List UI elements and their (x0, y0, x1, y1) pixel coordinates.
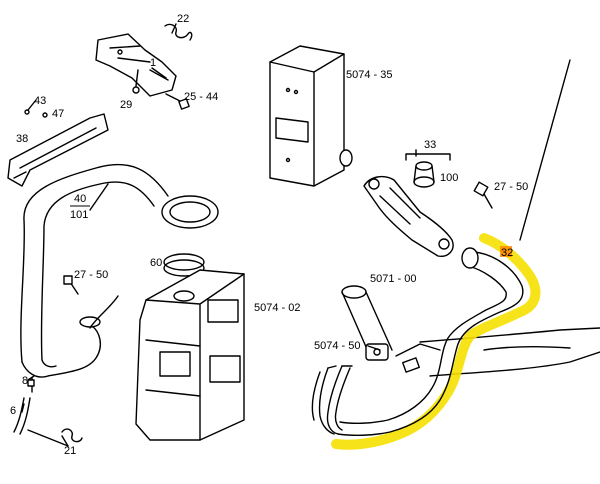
bracket-part-38 (7, 113, 109, 187)
label-32: 32 (501, 247, 513, 259)
cap-part-60 (163, 253, 205, 277)
highlight-hose (331, 233, 541, 450)
label-25-44: 25 - 44 (184, 91, 218, 103)
label-47: 47 (52, 108, 64, 120)
bolt-part-29 (132, 69, 140, 94)
clip-part-22 (164, 23, 193, 41)
hose-part-6 (13, 397, 31, 435)
bolt-part-27-50-left (63, 275, 79, 295)
fuel-tank-part-5074-02 (135, 269, 245, 441)
label-60: 60 (150, 257, 162, 269)
label-8: 8 (22, 375, 28, 387)
clip-part-21 (61, 428, 83, 443)
leader-lines (21, 59, 571, 413)
cap-part-100 (405, 153, 451, 188)
label-5074-50: 5074 - 50 (314, 340, 360, 352)
unit-part-5074-50 (365, 343, 389, 361)
pipe-bundle (311, 365, 353, 435)
bolt-part-43 (24, 99, 37, 115)
label-21: 21 (64, 445, 76, 457)
screw-part-25-44 (165, 93, 190, 110)
label-40: 40 (74, 193, 86, 205)
label-27-50-right: 27 - 50 (494, 181, 528, 193)
label-6: 6 (10, 405, 16, 417)
label-101: 101 (70, 209, 88, 221)
fuel-hose-main (337, 247, 524, 437)
label-29: 29 (120, 99, 132, 111)
bracket-part-1 (95, 33, 177, 97)
label-43: 43 (34, 95, 46, 107)
label-27-50-left: 27 - 50 (74, 269, 108, 281)
label-5071-00: 5071 - 00 (370, 273, 416, 285)
callout-marker-32 (500, 246, 512, 257)
label-38: 38 (16, 133, 28, 145)
label-33: 33 (424, 139, 436, 151)
label-5074-35: 5074 - 35 (346, 69, 392, 81)
washer-part-47 (42, 112, 48, 118)
label-100: 100 (440, 172, 458, 184)
label-1: 1 (150, 57, 156, 69)
filler-neck-part-33 (363, 175, 454, 257)
filler-hose-part-40 (20, 163, 219, 363)
bolt-part-27-50-right (473, 181, 493, 209)
tube-part-5071-00 (341, 285, 441, 373)
housing-part-5074-35 (269, 45, 353, 187)
vent-line-part-8 (21, 316, 102, 393)
label-5074-02: 5074 - 02 (254, 302, 300, 314)
cable-left (89, 295, 119, 329)
frame-lines-right (419, 327, 600, 377)
label-22: 22 (177, 13, 189, 25)
